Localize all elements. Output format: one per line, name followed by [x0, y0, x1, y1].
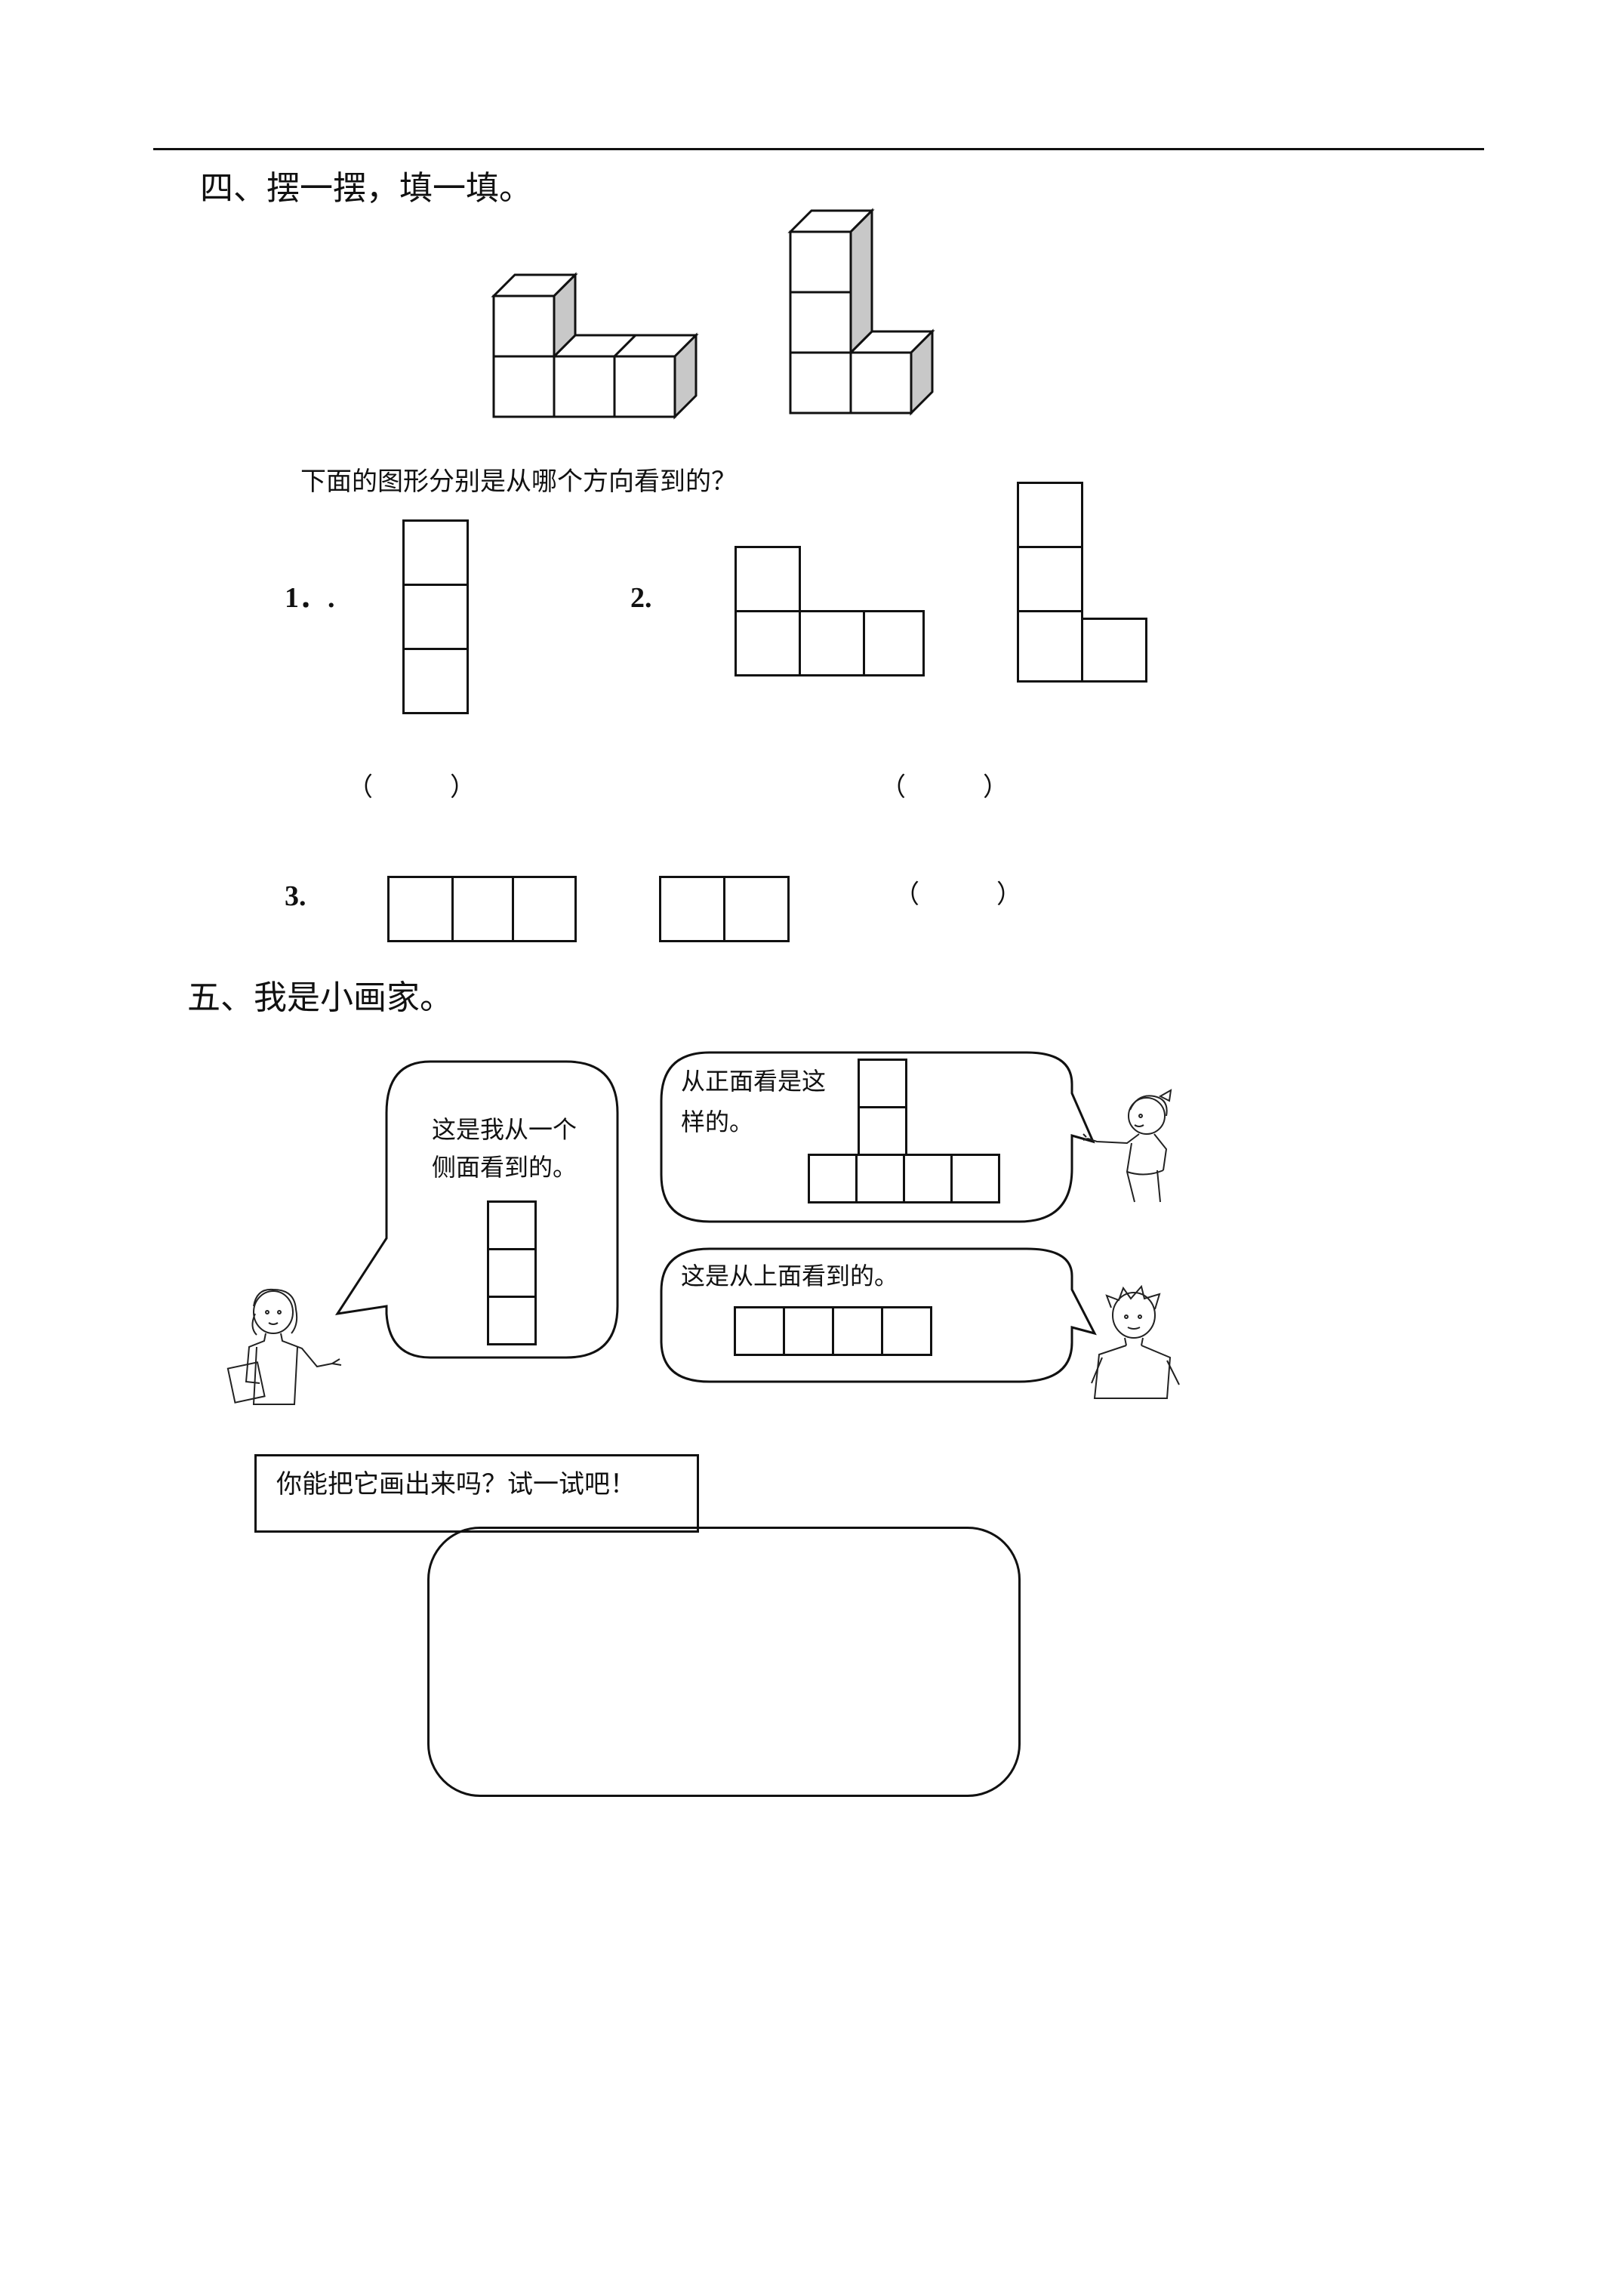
view2-square-2: [735, 610, 801, 676]
view3a-square-1: [387, 876, 454, 942]
front-view-square-6: [950, 1154, 1000, 1203]
view2b-square-1: [1017, 482, 1083, 548]
front-view-text-line1: 从正面看是这: [681, 1067, 827, 1096]
girl-pointing-icon: [1083, 1089, 1172, 1203]
item1-label: 1．.: [285, 582, 335, 614]
item3-label: 3.: [285, 880, 306, 912]
view1-square-1: [402, 519, 469, 586]
side-view-text-line2: 侧面看到的。: [432, 1153, 577, 1182]
girl-with-book-icon: [226, 1288, 342, 1405]
front-view-square-4: [855, 1154, 905, 1203]
section4-question: 下面的图形分别是从哪个方向看到的？: [300, 467, 737, 497]
section5-title: 五、我是小画家。: [187, 978, 453, 1017]
top-view-square-4: [881, 1306, 932, 1356]
view3b-square-2: [723, 876, 790, 942]
view2b-square-2: [1017, 546, 1083, 612]
boy-icon: [1091, 1284, 1180, 1399]
view3a-square-3: [512, 876, 577, 942]
side-view-square-3: [487, 1296, 537, 1345]
view2-square-4: [863, 610, 925, 676]
speech-bubble-side: [334, 1060, 619, 1359]
drawing-area[interactable]: [427, 1527, 1021, 1797]
top-view-text: 这是从上面看到的。: [681, 1262, 899, 1290]
side-view-text-line1: 这是我从一个: [432, 1115, 577, 1144]
top-view-square-3: [832, 1306, 883, 1356]
side-view-square-1: [487, 1200, 537, 1250]
section4-title: 四、摆一摆，填一填。: [200, 169, 532, 208]
answer-paren-1[interactable]: （ ）: [347, 772, 476, 803]
view1-square-2: [402, 584, 469, 650]
cube-l-shape-vertical: [787, 208, 935, 416]
view2-square-3: [799, 610, 865, 676]
front-view-square-3: [808, 1154, 858, 1203]
front-view-square-5: [903, 1154, 953, 1203]
header-rule: [153, 148, 1484, 150]
front-view-square-1: [858, 1059, 907, 1108]
front-view-square-2: [858, 1106, 907, 1156]
side-view-square-2: [487, 1248, 537, 1298]
cube-l-shape-horizontal: [491, 272, 699, 420]
view2b-square-3: [1017, 610, 1083, 683]
view1-square-3: [402, 648, 469, 714]
view2-square-1: [735, 546, 801, 612]
prompt-text: 你能把它画出来吗？试一试吧！: [276, 1469, 636, 1499]
view2b-square-4: [1081, 618, 1147, 683]
front-view-text-line2: 样的。: [681, 1108, 754, 1136]
view3a-square-2: [451, 876, 514, 942]
answer-paren-3[interactable]: （ ）: [894, 880, 1022, 910]
top-view-square-1: [734, 1306, 785, 1356]
item2-label: 2.: [630, 582, 652, 614]
answer-paren-2[interactable]: （ ）: [880, 772, 1009, 803]
top-view-square-2: [783, 1306, 834, 1356]
view3b-square-1: [659, 876, 725, 942]
